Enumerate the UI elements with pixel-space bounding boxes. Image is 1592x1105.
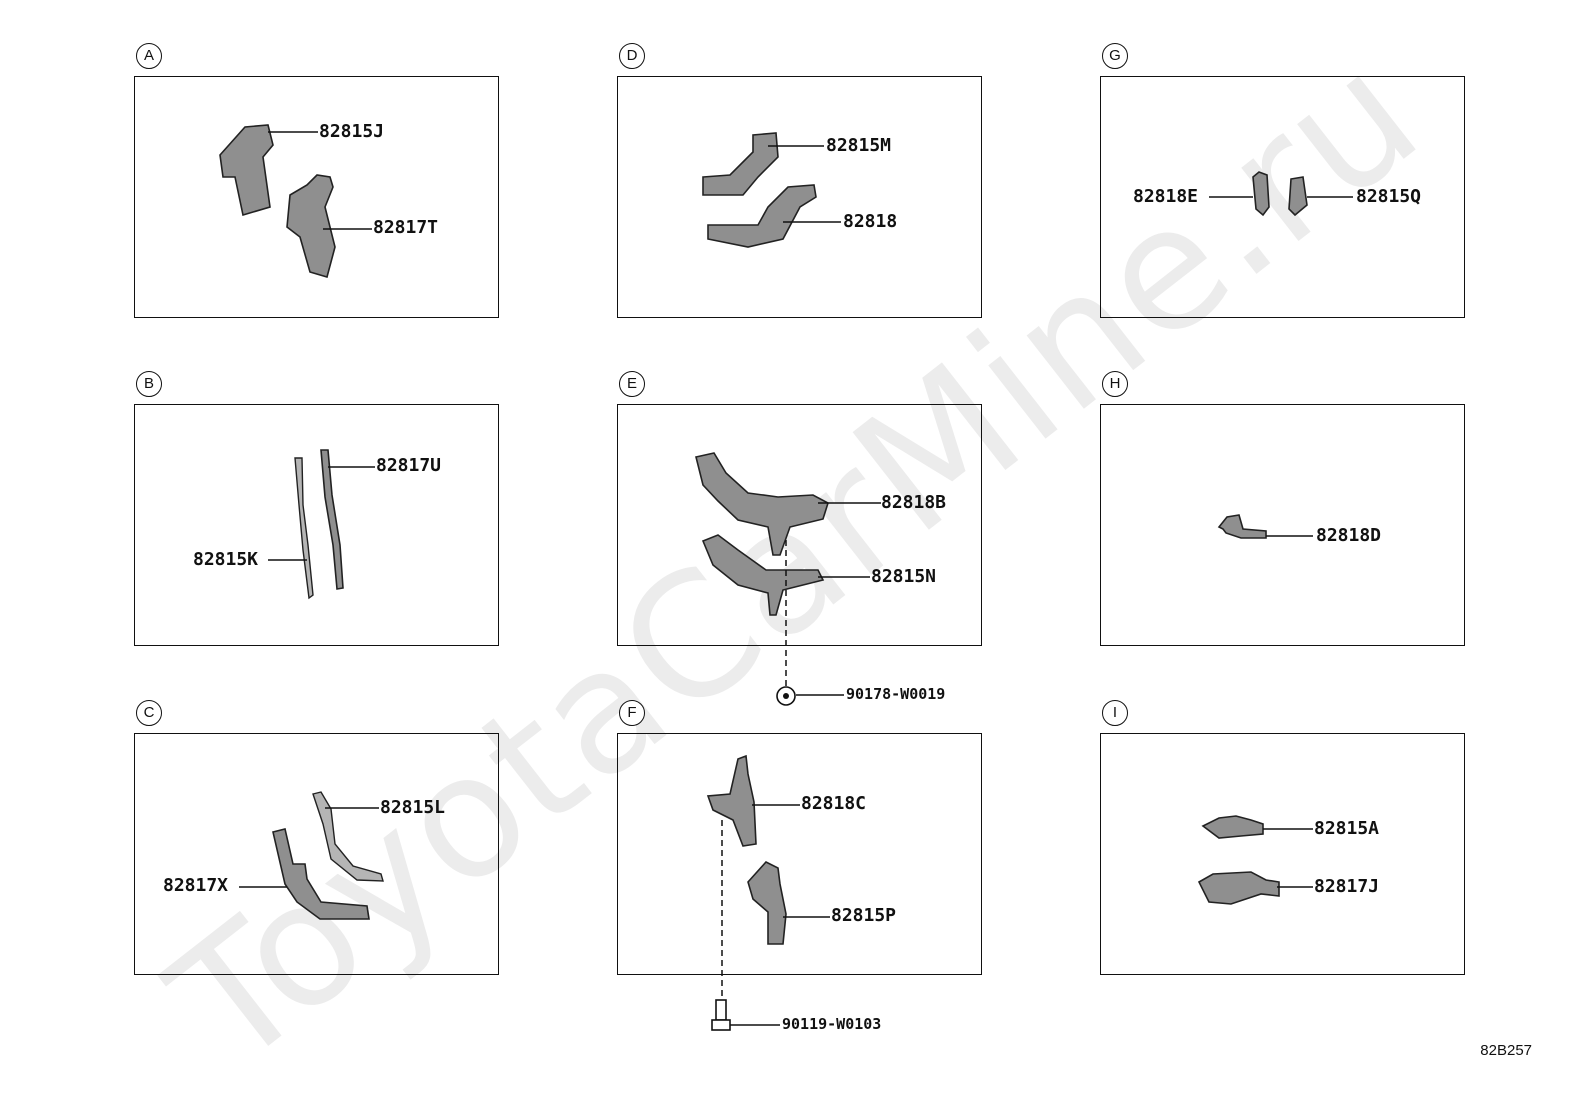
panel-i: 82815A 82817J (1100, 733, 1465, 975)
panel-letter-a: A (136, 43, 162, 69)
bracket-82817t-shape (286, 174, 336, 278)
part-number-82817x[interactable]: 82817X (163, 875, 229, 896)
bolt-icon (715, 999, 727, 1021)
panel-f: 82818C 82815P (617, 733, 982, 975)
panel-letter-d: D (619, 43, 645, 69)
part-number-82815k[interactable]: 82815K (193, 549, 259, 570)
part-number-82815p[interactable]: 82815P (831, 905, 897, 926)
bracket-82817j-shape (1197, 871, 1280, 905)
panel-g-drawing (1209, 171, 1353, 217)
bracket-82815q-shape (1288, 176, 1308, 217)
fastener-number-f[interactable]: 90119-W0103 (782, 1015, 882, 1033)
panel-letter-g: G (1102, 43, 1128, 69)
panel-letter-e: E (619, 371, 645, 397)
part-number-82818e[interactable]: 82818E (1133, 186, 1199, 207)
bracket-82815k-shape (294, 457, 314, 600)
bracket-82817u-shape (320, 449, 344, 590)
bracket-82817x-shape (272, 828, 370, 920)
panel-g: 82818E 82815Q (1100, 76, 1465, 318)
part-number-82818d[interactable]: 82818D (1316, 525, 1382, 546)
panel-c: 82815L 82817X (134, 733, 499, 975)
panel-d: 82815M 82818 (617, 76, 982, 318)
part-number-82818[interactable]: 82818 (843, 211, 898, 232)
part-number-82818b[interactable]: 82818B (881, 492, 947, 513)
panel-b: 82817U 82815K (134, 404, 499, 646)
panel-f-drawing (706, 754, 830, 945)
panel-letter-f: F (619, 700, 645, 726)
bracket-82815j-shape (219, 124, 274, 217)
bracket-82818c-shape (706, 754, 757, 847)
panel-b-drawing (268, 449, 375, 600)
bracket-82818e-shape (1252, 171, 1270, 217)
part-number-82817j[interactable]: 82817J (1314, 876, 1380, 897)
bracket-82815a-shape (1201, 815, 1264, 839)
part-number-82815j[interactable]: 82815J (319, 121, 385, 142)
panel-e: 82818B 82815N (617, 404, 982, 646)
reference-code: 82B257 (1480, 1042, 1532, 1059)
panel-h: 82818D (1100, 404, 1465, 646)
bracket-82815l-shape (312, 791, 384, 882)
part-number-82815q[interactable]: 82815Q (1356, 186, 1422, 207)
part-number-82815m[interactable]: 82815M (826, 135, 892, 156)
panel-d-drawing (702, 132, 841, 248)
panel-i-drawing (1197, 815, 1313, 905)
panel-e-drawing (695, 452, 881, 616)
fastener-number-e[interactable]: 90178-W0019 (846, 685, 946, 703)
part-number-82817u[interactable]: 82817U (376, 455, 442, 476)
part-number-82818c[interactable]: 82818C (801, 793, 867, 814)
bracket-82818b-shape (695, 452, 829, 556)
bracket-82815m-shape (702, 132, 779, 196)
part-number-82817t[interactable]: 82817T (373, 217, 439, 238)
panel-letter-c: C (136, 700, 162, 726)
part-number-82815n[interactable]: 82815N (871, 566, 937, 587)
panel-a: 82815J 82817T (134, 76, 499, 318)
part-number-82815a[interactable]: 82815A (1314, 818, 1380, 839)
bracket-82818-shape (707, 184, 817, 248)
part-number-82815l[interactable]: 82815L (380, 797, 446, 818)
bracket-82815p-shape (747, 861, 787, 945)
panel-letter-b: B (136, 371, 162, 397)
bracket-82815n-shape (701, 534, 825, 616)
bracket-82818d-shape (1217, 514, 1267, 539)
panel-letter-i: I (1102, 700, 1128, 726)
panel-a-drawing (219, 124, 372, 278)
panel-c-drawing (239, 791, 384, 920)
panel-letter-h: H (1102, 371, 1128, 397)
panel-h-drawing (1217, 514, 1313, 539)
